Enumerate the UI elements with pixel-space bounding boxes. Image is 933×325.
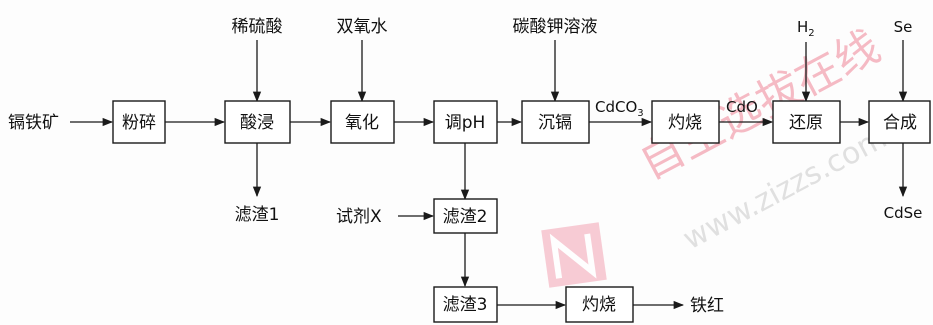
label-se: Se bbox=[894, 18, 913, 36]
label-iron-red: 铁红 bbox=[690, 296, 724, 316]
label-reagent-x: 试剂X bbox=[336, 207, 382, 227]
node-reduce: 还原 bbox=[789, 113, 823, 133]
box-acid-leach bbox=[224, 100, 291, 144]
box-calcine2 bbox=[565, 286, 634, 323]
label-h2o2: 双氧水 bbox=[337, 17, 388, 37]
node-adjust-ph: 调pH bbox=[445, 113, 486, 133]
node-calcine1: 灼烧 bbox=[668, 113, 702, 133]
node-synthesis: 合成 bbox=[883, 113, 917, 133]
box-calcine1 bbox=[651, 100, 720, 144]
label-cdo: CdO bbox=[726, 98, 758, 116]
node-calcine2: 灼烧 bbox=[582, 295, 616, 315]
box-reduce bbox=[772, 100, 841, 144]
box-precip-cd bbox=[521, 100, 590, 144]
node-crush: 粉碎 bbox=[122, 113, 156, 133]
box-residue3 bbox=[433, 286, 498, 323]
label-cdco3: CdCO3 bbox=[595, 98, 644, 119]
node-acid-leach: 酸浸 bbox=[240, 113, 274, 133]
box-synthesis bbox=[868, 100, 931, 144]
box-oxidize bbox=[330, 100, 395, 144]
box-adjust-ph bbox=[433, 100, 498, 144]
label-k2co3: 碳酸钾溶液 bbox=[513, 17, 598, 37]
node-oxidize: 氧化 bbox=[345, 113, 379, 133]
box-crush bbox=[112, 100, 166, 144]
label-cdse: CdSe bbox=[884, 204, 923, 222]
box-residue2 bbox=[433, 198, 498, 234]
label-h2: H2 bbox=[797, 18, 815, 39]
label-residue1: 滤渣1 bbox=[235, 205, 280, 225]
node-residue2: 滤渣2 bbox=[443, 207, 488, 227]
label-dilute-h2so4: 稀硫酸 bbox=[232, 17, 283, 37]
node-residue3: 滤渣3 bbox=[443, 295, 488, 315]
node-precip-cd: 沉镉 bbox=[538, 113, 572, 133]
watermark-logo: 自主选拔在线 www.zizzs.com bbox=[541, 21, 893, 288]
label-ore: 镉铁矿 bbox=[8, 113, 59, 133]
